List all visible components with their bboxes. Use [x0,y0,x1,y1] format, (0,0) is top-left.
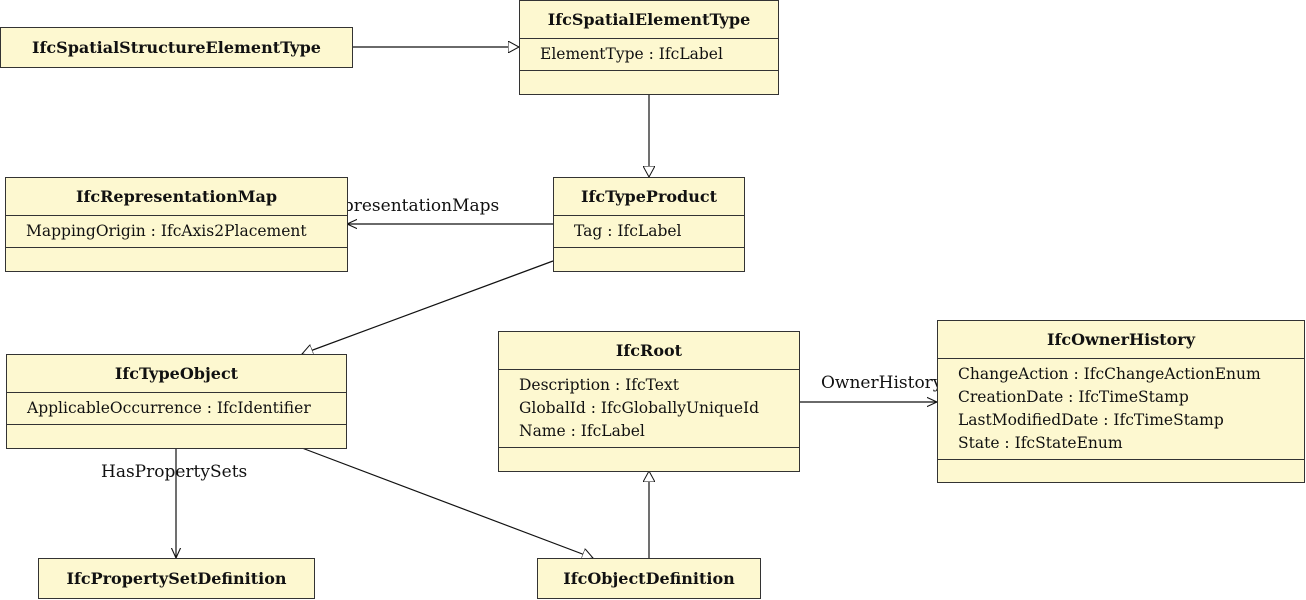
class-ifc-spatial-element-type[interactable]: IfcSpatialElementType ElementType : IfcL… [519,0,779,95]
attribute: MappingOrigin : IfcAxis2Placement [26,222,307,240]
attribute: ApplicableOccurrence : IfcIdentifier [27,399,311,417]
class-ifc-type-product[interactable]: IfcTypeProduct Tag : IfcLabel [553,177,745,272]
operations-compartment [520,71,778,89]
attribute: Description : IfcText [519,376,679,394]
generalization-edge [302,260,554,354]
attribute: State : IfcStateEnum [958,434,1123,452]
generalization-edge [301,447,593,558]
attribute: LastModifiedDate : IfcTimeStamp [958,411,1224,429]
class-name: IfcPropertySetDefinition [66,569,287,588]
class-ifc-root[interactable]: IfcRoot Description : IfcText GlobalId :… [498,331,800,472]
class-name: IfcRepresentationMap [6,178,347,216]
attribute-list: ElementType : IfcLabel [520,39,778,71]
class-name: IfcSpatialStructureElementType [32,38,321,57]
class-ifc-representation-map[interactable]: IfcRepresentationMap MappingOrigin : Ifc… [5,177,348,272]
class-name: IfcSpatialElementType [520,1,778,39]
operations-compartment [938,460,1304,478]
attribute: Name : IfcLabel [519,422,645,440]
attribute-list: Tag : IfcLabel [554,216,744,248]
operations-compartment [554,248,744,266]
attribute: CreationDate : IfcTimeStamp [958,388,1189,406]
class-ifc-type-object[interactable]: IfcTypeObject ApplicableOccurrence : Ifc… [6,354,347,449]
operations-compartment [6,248,347,266]
attribute-list: Description : IfcText GlobalId : IfcGlob… [499,370,799,448]
class-name: IfcRoot [499,332,799,370]
operations-compartment [499,448,799,466]
class-ifc-object-definition[interactable]: IfcObjectDefinition [537,558,761,599]
class-ifc-spatial-structure-element-type[interactable]: IfcSpatialStructureElementType [0,27,353,68]
attribute-list: MappingOrigin : IfcAxis2Placement [6,216,347,248]
operations-compartment [7,425,346,443]
role-has-property-sets: HasPropertySets [101,462,248,482]
class-ifc-property-set-definition[interactable]: IfcPropertySetDefinition [38,558,315,599]
attribute: ChangeAction : IfcChangeActionEnum [958,365,1261,383]
class-name: IfcTypeProduct [554,178,744,216]
attribute: ElementType : IfcLabel [540,45,723,63]
role-representation-maps: RepresentationMaps [320,196,500,216]
class-name: IfcOwnerHistory [938,321,1304,359]
class-name: IfcObjectDefinition [563,569,735,588]
attribute: Tag : IfcLabel [574,222,682,240]
role-owner-history: OwnerHistory [821,373,943,393]
attribute: GlobalId : IfcGloballyUniqueId [519,399,760,417]
class-name: IfcTypeObject [7,355,346,393]
attribute-list: ChangeAction : IfcChangeActionEnum Creat… [938,359,1304,460]
attribute-list: ApplicableOccurrence : IfcIdentifier [7,393,346,425]
class-ifc-owner-history[interactable]: IfcOwnerHistory ChangeAction : IfcChange… [937,320,1305,483]
